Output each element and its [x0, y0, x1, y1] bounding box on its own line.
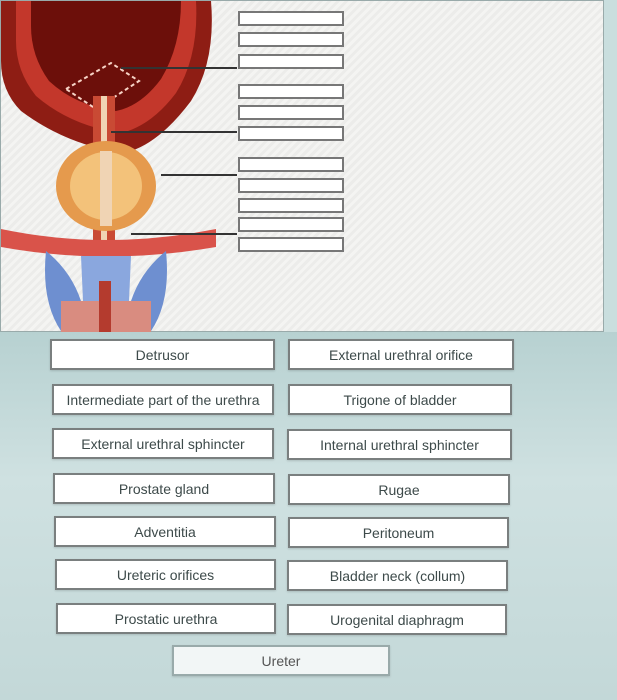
answer-drop-box[interactable] — [238, 126, 344, 141]
leader-line — [161, 174, 237, 176]
label-internal-urethral-sphincter[interactable]: Internal urethral sphincter — [287, 429, 512, 460]
label-adventitia[interactable]: Adventitia — [54, 516, 276, 547]
answer-drop-box[interactable] — [238, 198, 344, 213]
leader-line — [131, 233, 237, 235]
answer-drop-box[interactable] — [238, 237, 344, 252]
label-intermediate-urethra[interactable]: Intermediate part of the urethra — [52, 384, 274, 415]
answer-drop-box[interactable] — [238, 157, 344, 172]
label-ureter[interactable]: Ureter — [172, 645, 390, 676]
answer-drop-box[interactable] — [238, 32, 344, 47]
answer-drop-box[interactable] — [238, 178, 344, 193]
label-ureteric-orifices[interactable]: Ureteric orifices — [55, 559, 276, 590]
labeling-figure-panel — [0, 0, 604, 333]
answer-drop-box[interactable] — [238, 54, 344, 69]
leader-line — [121, 67, 237, 69]
label-peritoneum[interactable]: Peritoneum — [288, 517, 509, 548]
label-rugae[interactable]: Rugae — [288, 474, 510, 505]
label-prostatic-urethra[interactable]: Prostatic urethra — [56, 603, 276, 634]
answer-drop-box[interactable] — [238, 217, 344, 232]
answer-drop-box[interactable] — [238, 105, 344, 120]
bladder-prostate-illustration — [1, 1, 216, 333]
label-trigone-of-bladder[interactable]: Trigone of bladder — [288, 384, 512, 415]
label-prostate-gland[interactable]: Prostate gland — [53, 473, 275, 504]
label-bladder-neck[interactable]: Bladder neck (collum) — [287, 560, 508, 591]
label-external-urethral-sphincter[interactable]: External urethral sphincter — [52, 428, 274, 459]
answer-drop-box[interactable] — [238, 84, 344, 99]
leader-line — [111, 131, 237, 133]
label-detrusor[interactable]: Detrusor — [50, 339, 275, 370]
label-external-urethral-orifice[interactable]: External urethral orifice — [288, 339, 514, 370]
label-urogenital-diaphragm[interactable]: Urogenital diaphragm — [287, 604, 507, 635]
answer-drop-box[interactable] — [238, 11, 344, 26]
